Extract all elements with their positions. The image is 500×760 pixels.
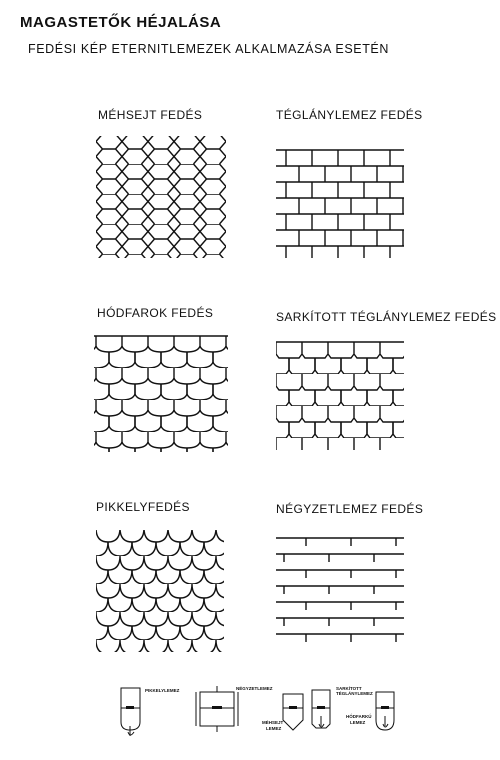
hodfarku-shape [375,691,395,731]
scale-pattern [96,528,226,654]
sarkitott-shape [311,689,331,729]
negyzetlemez-shape [195,686,239,732]
square-pattern [276,532,406,648]
label-chamfered: SARKÍTOTT TÉGLÁNYLEMEZ FEDÉS [276,310,497,324]
label-beaver-tail: HÓDFAROK FEDÉS [97,306,214,320]
legend-sarkitott-line2: TÉGLÁNYLEMEZ [336,689,373,696]
legend-negyzetlemez: NÉGYZETLEMEZ [236,684,273,691]
pikkelylemez-shape [120,687,141,736]
label-scale: PIKKELYFEDÉS [96,500,190,514]
legend-sarkitott-line1: SARKÍTOTT [336,684,362,691]
legend: PIKKELYLEMEZ NÉGYZETLEMEZ MÉHSEJT LEMEZ … [0,680,500,750]
rectangular-pattern [276,148,406,260]
mehsejt-shape [282,693,304,731]
beaver-tail-pattern [94,332,230,456]
honeycomb-pattern [96,134,226,264]
legend-hodfarku-line2: LEMEZ [350,720,366,725]
page-subtitle: FEDÉSI KÉP ETERNITLEMEZEK ALKALMAZÁSA ES… [28,42,389,56]
label-rectangular: TÉGLÁNYLEMEZ FEDÉS [276,108,423,122]
label-square: NÉGYZETLEMEZ FEDÉS [276,502,424,516]
label-honeycomb: MÉHSEJT FEDÉS [98,108,203,122]
legend-pikkelylemez: PIKKELYLEMEZ [145,688,180,693]
legend-hodfarku-line1: HÓDFARKÚ [346,712,372,719]
chamfered-rectangular-pattern [276,340,406,452]
legend-mehsejt-line1: MÉHSEJT [262,718,284,725]
page-title: MAGASTETŐK HÉJALÁSA [20,14,222,31]
legend-mehsejt-line2: LEMEZ [266,726,282,731]
